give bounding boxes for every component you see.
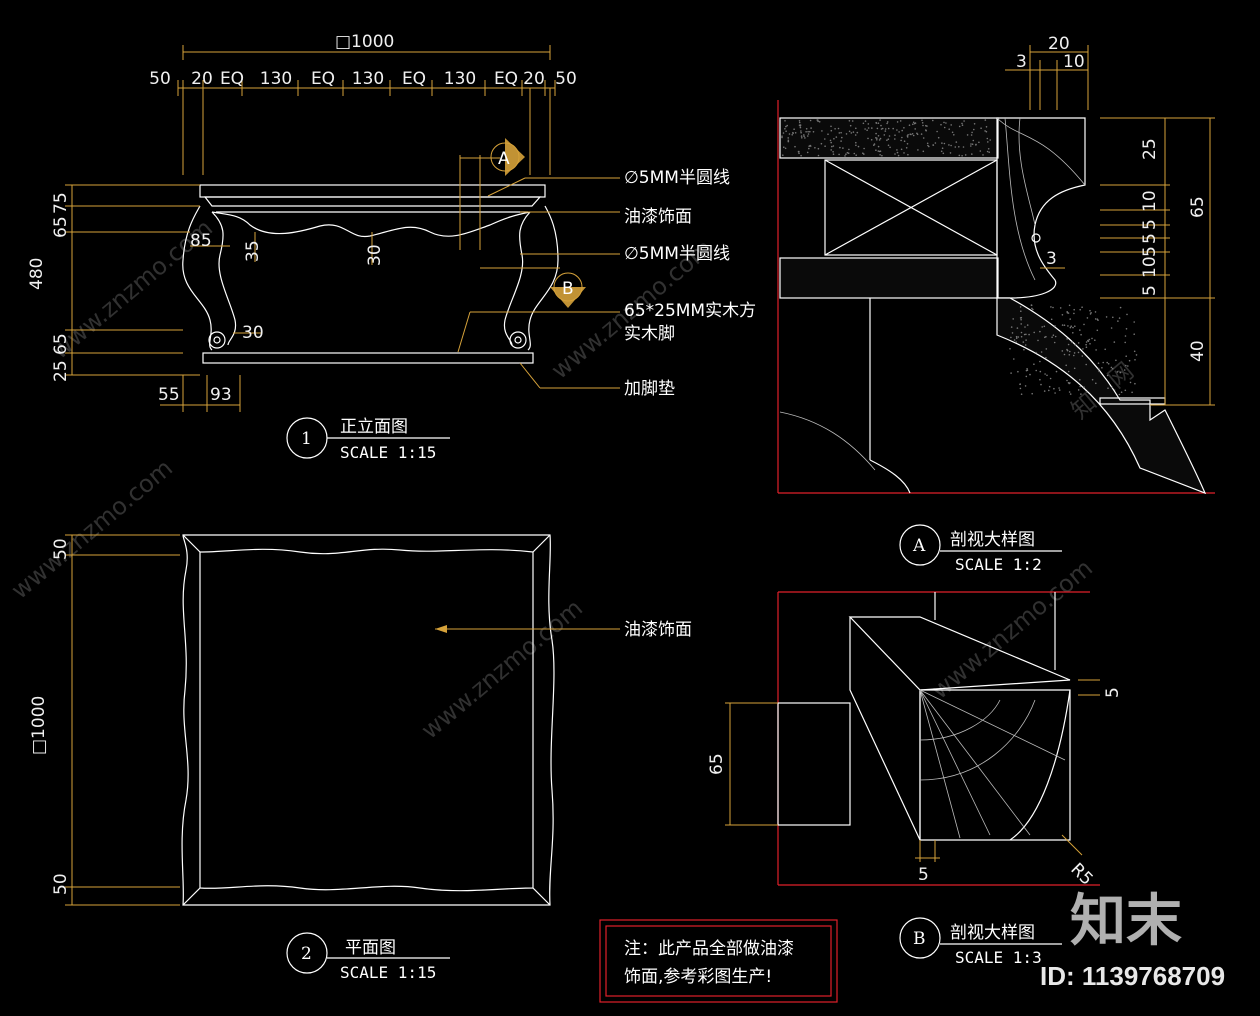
plan-dim-1000: □1000 — [29, 696, 49, 755]
brand-logo: 知末 ID: 1139768709 — [1040, 889, 1225, 991]
plan-view: 50 □1000 50 油漆饰面 2 平面图 SCALE 1:15 — [29, 534, 692, 982]
section-b-bottom-dim-5: 5 — [918, 865, 929, 885]
plan-dim-50-bottom: 50 — [51, 873, 71, 895]
section-a-top-dim-3: 3 — [1016, 52, 1027, 72]
top-dim-segment: EQ — [311, 69, 335, 89]
section-a-right-dim-5-a: 5 — [1140, 219, 1160, 230]
inner-dim-85: 85 — [190, 231, 212, 251]
height-dim-25: 25 — [51, 360, 71, 382]
section-a-scale: SCALE 1:2 — [955, 555, 1042, 574]
top-dim-segment: 20 — [191, 69, 213, 89]
section-marker-b: B — [562, 279, 574, 299]
image-id-text: ID: 1139768709 — [1040, 961, 1225, 991]
note-box: 注：此产品全部做油漆 饰面,参考彩图生产! — [599, 919, 838, 1003]
height-dim-65-top: 65 — [51, 216, 71, 238]
section-b-detail: 65 5 5 R5 B 剖视大样图 SCALE 1:3 — [707, 591, 1123, 967]
height-dim-65-bottom: 65 — [51, 333, 71, 355]
plan-callout-paint-finish: 油漆饰面 — [624, 620, 692, 640]
section-a-right-dim-10-a: 10 — [1140, 190, 1160, 212]
section-b-number: B — [913, 929, 926, 949]
bottom-dim-55: 55 — [158, 385, 180, 405]
top-dim-segment: EQ — [220, 69, 244, 89]
plan-scale: SCALE 1:15 — [340, 963, 436, 982]
top-dim-segment: 130 — [352, 69, 384, 89]
section-a-right-dim-65: 65 — [1188, 196, 1208, 218]
callout-half-round-trim-top: ∅5MM半圆线 — [624, 168, 730, 188]
top-dim-segment: EQ — [402, 69, 426, 89]
watermark-site-text: www.znzmo.com — [926, 554, 1098, 705]
plan-dim-50-top: 50 — [51, 538, 71, 560]
height-dim-75: 75 — [51, 192, 71, 214]
callout-half-round-trim-bottom: ∅5MM半圆线 — [624, 244, 730, 264]
section-a-top-dim-10: 10 — [1063, 52, 1085, 72]
top-dim-segment: 20 — [523, 69, 545, 89]
callout-paint-finish: 油漆饰面 — [624, 207, 692, 227]
watermark-site-text: www.znzmo.com — [6, 454, 178, 605]
height-dim-480: 480 — [27, 258, 47, 290]
elevation-title: 正立面图 — [340, 417, 408, 437]
top-dim-segment: 50 — [149, 69, 171, 89]
bottom-dim-93: 93 — [210, 385, 232, 405]
section-a-top-dim-20: 20 — [1048, 34, 1070, 54]
top-dim-segment: 130 — [444, 69, 476, 89]
section-a-right-dim-10-b: 10 — [1140, 256, 1160, 278]
section-a-right-dim-40: 40 — [1188, 340, 1208, 362]
callout-solid-wood-foot: 实木脚 — [624, 324, 675, 344]
brand-logo-text: 知末 — [1070, 889, 1182, 954]
section-a-right-dim-25: 25 — [1140, 138, 1160, 160]
note-line-1: 注：此产品全部做油漆 — [624, 939, 794, 959]
callout-foot-pad: 加脚垫 — [624, 379, 675, 399]
callout-solid-wood-square: 65*25MM实木方 — [624, 301, 756, 321]
section-b-left-dim-65: 65 — [707, 753, 727, 775]
top-dim-segment: EQ — [494, 69, 518, 89]
inner-dim-30-foot: 30 — [242, 323, 264, 343]
section-a-detail: 20 3 10 25 65 10 5 5 5 10 5 40 3 A — [777, 34, 1215, 574]
plan-title: 平面图 — [345, 938, 396, 958]
view-number-1: 1 — [301, 429, 312, 449]
section-a-number: A — [912, 536, 926, 556]
section-marker-a: A — [498, 149, 510, 169]
inner-dim-30-mid: 30 — [365, 244, 385, 266]
section-a-small-dim-3: 3 — [1046, 249, 1057, 269]
inner-dim-35: 35 — [243, 240, 263, 262]
view-number-2: 2 — [301, 944, 312, 964]
elevation-scale: SCALE 1:15 — [340, 443, 436, 462]
section-a-right-dim-5-d: 5 — [1140, 285, 1160, 296]
section-a-title: 剖视大样图 — [950, 530, 1035, 550]
top-dim-segment: 130 — [260, 69, 292, 89]
note-line-2: 饰面,参考彩图生产! — [624, 967, 772, 987]
top-dim-segment: 50 — [555, 69, 577, 89]
section-b-title: 剖视大样图 — [950, 923, 1035, 943]
overall-width-dim: □1000 — [335, 32, 394, 52]
section-b-scale: SCALE 1:3 — [955, 948, 1042, 967]
watermark-site-text: www.znzmo.com — [416, 594, 588, 745]
section-b-right-dim-5: 5 — [1103, 687, 1123, 698]
section-a-right-dim-5-c: 5 — [1140, 246, 1160, 257]
section-a-right-dim-5-b: 5 — [1140, 233, 1160, 244]
